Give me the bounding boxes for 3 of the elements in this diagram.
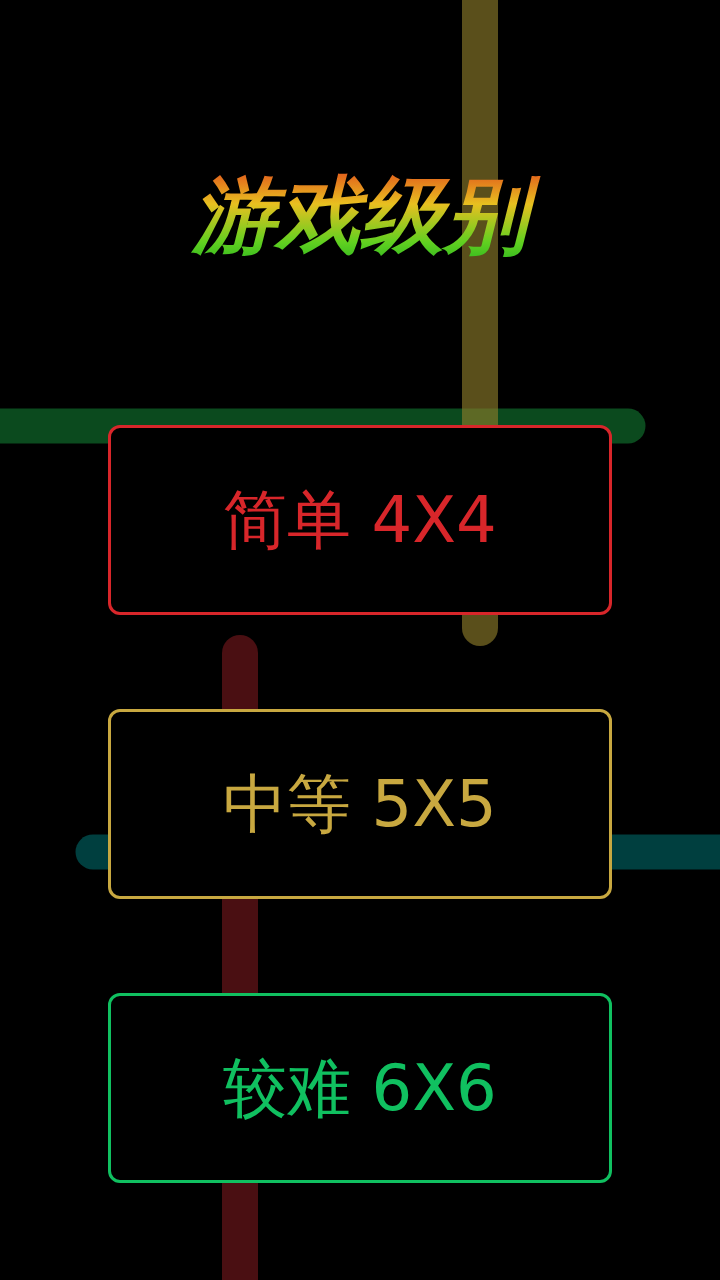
level-button: 中等 5X5 xyxy=(108,709,612,899)
level-button: 简单 4X4 xyxy=(108,425,612,615)
level-button: 较难 6X6 xyxy=(108,993,612,1183)
